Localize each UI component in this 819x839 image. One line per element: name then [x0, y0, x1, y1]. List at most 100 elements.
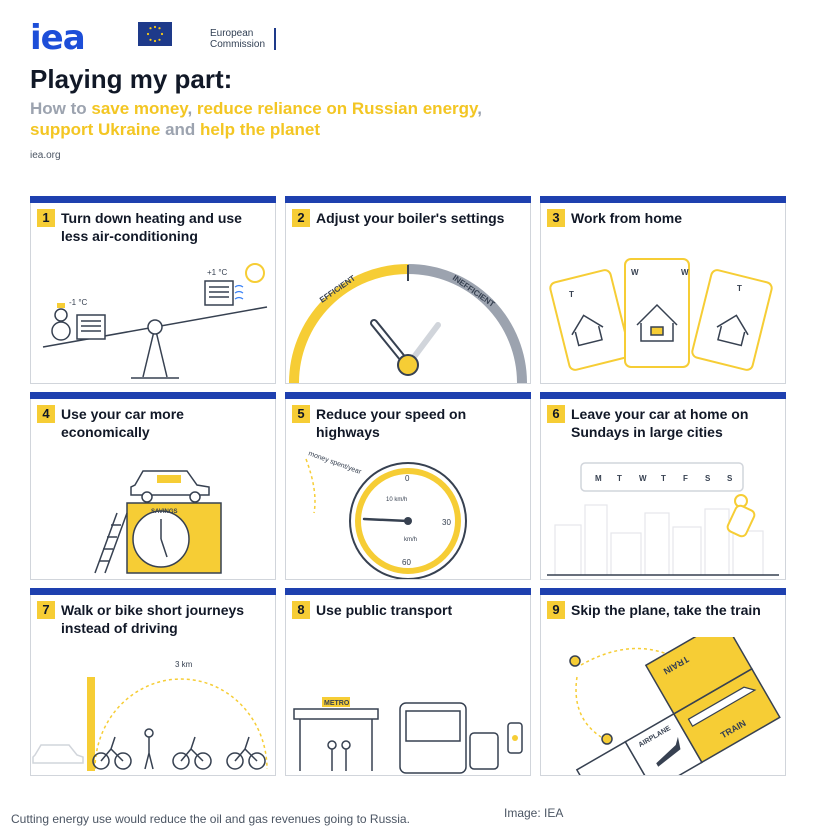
panel-title: Turn down heating and use less air-condi…	[61, 210, 242, 244]
metro-sign-label: METRO	[324, 700, 350, 707]
warm-temp-label: +1 °C	[207, 268, 228, 277]
panel-number: 1	[37, 209, 55, 227]
tip-panel-2: 2 Adjust your boiler's settings EFFICIEN…	[285, 196, 531, 384]
panel-top-bar	[285, 392, 531, 399]
tip-panel-5: 5 Reduce your speed on highways money sp…	[285, 392, 531, 580]
infographic: iea European Commission Playing my part:…	[30, 12, 786, 776]
tip-panel-7: 7 Walk or bike short journeys instead of…	[30, 588, 276, 776]
speedometer-illustration: money spent/year 10 km/h km/h 0 30 60	[305, 450, 467, 579]
panel-number: 7	[37, 601, 55, 619]
subtitle-part: ,	[477, 99, 482, 118]
weekday-label: M	[595, 474, 602, 483]
house-icon	[636, 303, 678, 342]
card-letter-t: T	[737, 284, 742, 293]
eu-flag-icon	[138, 22, 172, 46]
car-on-scale-illustration: SAVINGS	[94, 470, 222, 574]
tram-icon	[469, 732, 499, 770]
panel-title: Walk or bike short journeys instead of d…	[61, 602, 245, 636]
panel-title: Leave your car at home on Sundays in lar…	[571, 406, 749, 440]
car-icon	[32, 744, 84, 764]
panel-top-bar	[285, 196, 531, 203]
snowman-hat-icon	[57, 303, 65, 308]
ec-divider	[274, 28, 276, 50]
image-credit: Image: IEA	[504, 806, 564, 820]
ec-line-1: European	[210, 28, 254, 39]
seesaw-illustration: -1 °C +1 °C	[42, 263, 268, 379]
subtitle-part: How to	[30, 99, 92, 118]
game-pawn-icon	[601, 733, 613, 745]
sun-icon	[245, 263, 265, 283]
card-letter-t: T	[569, 290, 574, 299]
boiler-gauge-illustration: EFFICIENT INEFFICIENT	[289, 264, 527, 383]
subtitle-highlight: save money	[91, 99, 188, 118]
speed-unit-label: 10 km/h	[386, 497, 407, 503]
subtitle-highlight: help the planet	[200, 120, 320, 139]
gauge-tick-60: 60	[402, 558, 411, 567]
panel-top-bar	[540, 392, 786, 399]
weekday-label: S	[705, 474, 711, 483]
panel-title: Skip the plane, take the train	[571, 602, 761, 618]
panel-number: 5	[292, 405, 310, 423]
subtitle-part: ,	[187, 99, 197, 118]
ec-line-2: Commission	[210, 39, 266, 50]
panel-number: 6	[547, 405, 565, 423]
tip-panel-4: 4 Use your car more economically SAVINGS	[30, 392, 276, 580]
panel-title: Work from home	[571, 210, 682, 226]
cold-temp-label: -1 °C	[69, 298, 88, 307]
panel-title: Adjust your boiler's settings	[316, 210, 505, 226]
panel-title: Use public transport	[316, 602, 453, 618]
savings-label: SAVINGS	[151, 509, 178, 515]
panel-top-bar	[30, 392, 276, 399]
tip-panel-6: 6 Leave your car at home on Sundays in l…	[540, 392, 786, 580]
image-caption: Cutting energy use would reduce the oil …	[11, 812, 410, 826]
panel-number: 9	[547, 601, 565, 619]
panel-number: 8	[292, 601, 310, 619]
ec-text: European Commission	[210, 28, 265, 50]
heat-waves-icon	[234, 284, 244, 300]
panel-number: 2	[292, 209, 310, 227]
weekday-label: S	[727, 474, 733, 483]
public-transport-illustration: METRO	[293, 697, 523, 774]
source-site: iea.org	[30, 150, 61, 161]
game-pawn-icon	[569, 655, 581, 667]
weekday-label: W	[639, 474, 647, 483]
card-letter-w: W	[681, 268, 689, 277]
panel-number: 4	[37, 405, 55, 423]
panel-title: Reduce your speed on highways	[316, 406, 467, 440]
subtitle-highlight: reduce reliance on Russian energy	[196, 99, 478, 118]
distance-label: 3 km	[175, 660, 193, 669]
thermometer-bulb-icon	[397, 354, 419, 376]
tip-panel-1: 1 Turn down heating and use less air-con…	[30, 196, 276, 384]
subtitle-part: and	[160, 120, 201, 139]
page-title: Playing my part:	[30, 64, 233, 94]
iea-logo: iea	[30, 18, 86, 58]
panel-top-bar	[30, 588, 276, 595]
page-subtitle: How to save money, reduce reliance on Ru…	[30, 98, 490, 140]
tip-panel-3: 3 Work from home W W T T	[540, 196, 786, 384]
weekday-label: F	[683, 474, 688, 483]
panel-top-bar	[285, 588, 531, 595]
bus-icon	[399, 702, 467, 774]
tip-panel-9: 9 Skip the plane, take the train AIRPLAN…	[540, 588, 786, 776]
airplane-icon	[656, 736, 681, 767]
car-key-icon	[726, 494, 756, 538]
card-letter-w: W	[631, 268, 639, 277]
weekday-label: T	[661, 474, 666, 483]
panel-top-bar	[540, 196, 786, 203]
tip-panel-8: 8 Use public transport METRO	[285, 588, 531, 776]
subtitle-highlight: support Ukraine	[30, 120, 161, 139]
panel-top-bar	[30, 196, 276, 203]
train-icon	[687, 686, 757, 727]
gauge-tick-0: 0	[405, 474, 410, 483]
walk-bike-illustration: 3 km	[32, 660, 268, 771]
speed-unit-label: km/h	[404, 537, 417, 543]
inefficient-label: INEFFICIENT	[451, 273, 497, 309]
european-commission-logo: European Commission	[122, 12, 282, 54]
work-from-home-cards-illustration: W W T T	[549, 258, 773, 371]
panel-top-bar	[540, 588, 786, 595]
panel-title: Use your car more economically	[61, 406, 184, 440]
plane-vs-train-board-illustration: AIRPLANE TRAIN TRAIN	[569, 637, 781, 775]
panel-number: 3	[547, 209, 565, 227]
